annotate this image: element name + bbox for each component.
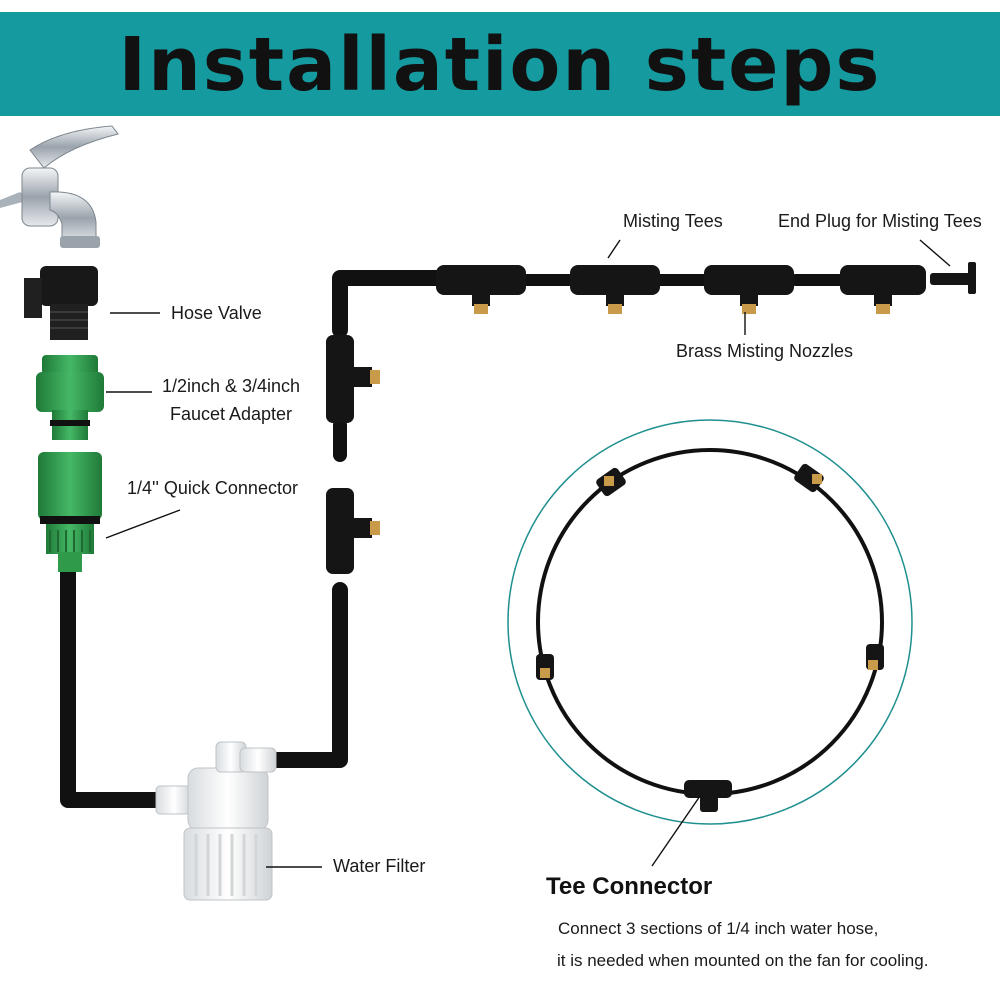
label-water-filter: Water Filter	[333, 856, 426, 876]
tee-connector-icon	[684, 780, 732, 812]
tee-connector-note-line1: Connect 3 sections of 1/4 inch water hos…	[558, 919, 879, 938]
end-plug-icon	[930, 262, 976, 294]
tee-connector-note-line2: it is needed when mounted on the fan for…	[557, 951, 929, 970]
page-title: Installation steps	[118, 22, 882, 108]
quick-connector-icon	[38, 452, 102, 572]
misting-tee-icon	[436, 265, 526, 314]
label-faucet-adapter-line2: Faucet Adapter	[169, 404, 293, 424]
label-faucet-adapter-line1: 1/2inch & 3/4inch	[161, 376, 301, 396]
faucet-icon	[0, 125, 119, 248]
faucet-adapter-icon	[36, 355, 104, 440]
tee-connector-title: Tee Connector	[546, 873, 713, 900]
leader-lines	[105, 239, 951, 868]
label-quick-connector: 1/4'' Quick Connector	[127, 478, 298, 498]
label-brass-nozzles: Brass Misting Nozzles	[676, 341, 854, 361]
misting-tee-icon	[840, 265, 926, 314]
label-hose-valve: Hose Valve	[171, 303, 262, 323]
tee-connector-detail	[507, 419, 913, 825]
misting-tee-icon	[570, 265, 660, 314]
water-filter-icon	[155, 741, 277, 901]
label-faucet-adapter: 1/2inch & 3/4inch Faucet Adapter	[156, 372, 306, 428]
misting-tee-icon	[704, 265, 794, 314]
label-end-plug: End Plug for Misting Tees	[778, 211, 982, 231]
title-banner: Installation steps	[0, 12, 1000, 116]
misting-tee-icon	[326, 335, 380, 423]
hose-valve-icon	[24, 266, 98, 340]
label-misting-tees: Misting Tees	[623, 211, 723, 231]
misting-tee-icon	[326, 488, 380, 574]
